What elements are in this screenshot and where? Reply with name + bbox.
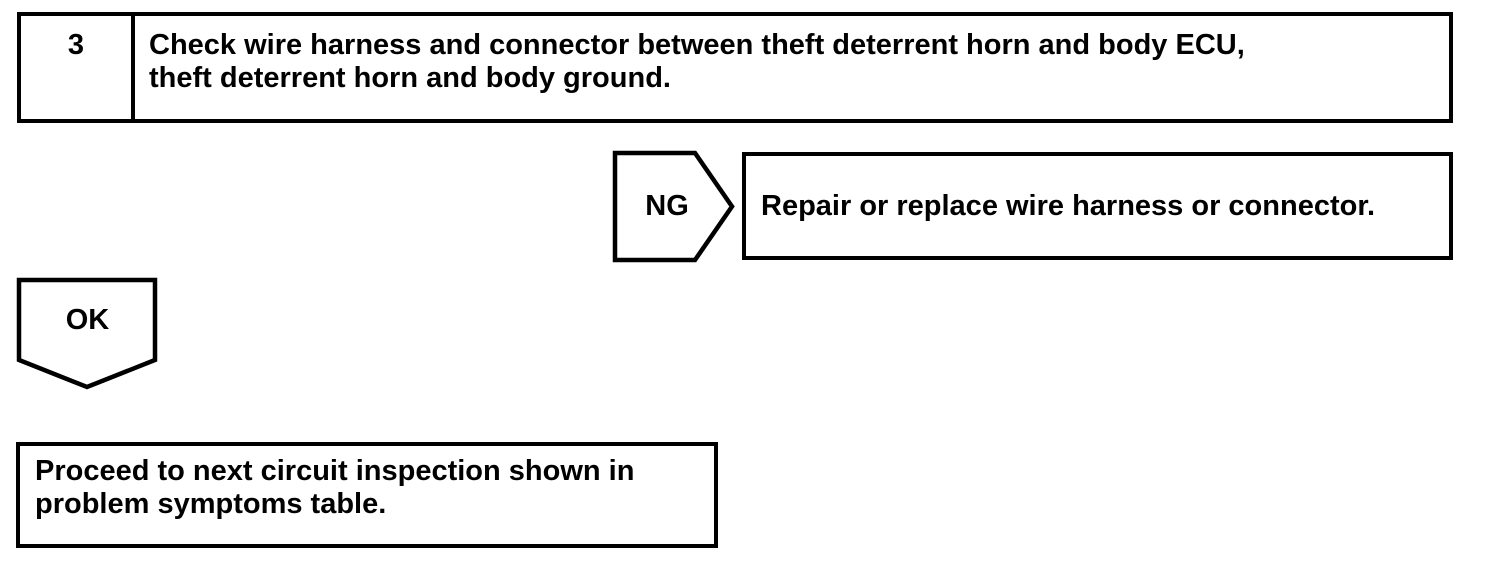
step-number: 3 bbox=[67, 29, 85, 61]
ng-action-text: Repair or replace wire harness or connec… bbox=[761, 189, 1376, 222]
ng-action-box: Repair or replace wire harness or connec… bbox=[742, 152, 1453, 260]
step-instruction-cell: Check wire harness and connector between… bbox=[135, 16, 1449, 119]
ok-pentagon-icon bbox=[16, 277, 158, 390]
ng-pentagon-icon bbox=[612, 150, 735, 263]
ok-connector-label: OK bbox=[15, 276, 160, 364]
ng-connector-label: NG bbox=[611, 149, 723, 264]
ok-action-box: Proceed to next circuit inspection shown… bbox=[16, 442, 718, 548]
ok-action-text: Proceed to next circuit inspection shown… bbox=[35, 455, 635, 520]
ng-label-text: NG bbox=[645, 190, 689, 222]
ok-label-text: OK bbox=[65, 303, 110, 336]
step-instruction-text: Check wire harness and connector between… bbox=[149, 29, 1245, 94]
step-number-cell: 3 bbox=[21, 16, 135, 119]
step-table: 3 Check wire harness and connector betwe… bbox=[17, 12, 1453, 123]
